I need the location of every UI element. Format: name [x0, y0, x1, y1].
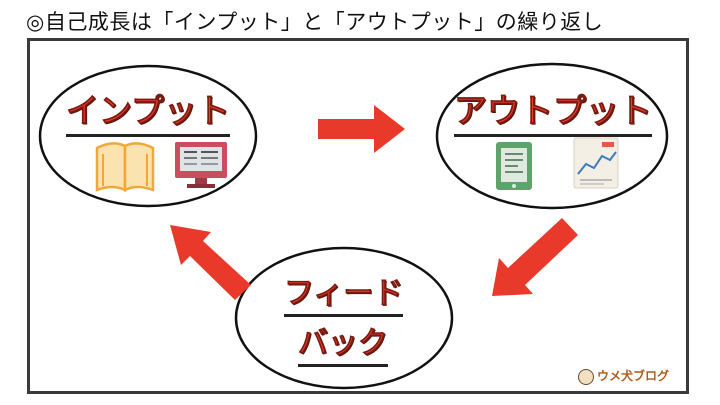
feedback-label-line2: バック [298, 318, 388, 367]
arrow-output-to-feedback [492, 218, 578, 296]
tablet-icon [496, 142, 532, 190]
logo-text: ウメ犬ブログ [597, 369, 670, 383]
document-chart-icon [573, 137, 619, 189]
page-title: ◎自己成長は「インプット」と「アウトプット」の繰り返し [26, 10, 604, 34]
arrow-input-to-output [318, 105, 405, 153]
output-label: アウトプット [454, 84, 652, 137]
open-book-icon [95, 142, 155, 193]
monitor-icon [175, 142, 227, 188]
diagram-frame [27, 38, 689, 394]
feedback-label-line1: フィード [284, 268, 404, 317]
input-label: インプット [66, 84, 230, 137]
feedback-ellipse [234, 246, 454, 390]
blog-logo: ウメ犬ブログ [578, 367, 669, 385]
dog-face-icon [578, 368, 594, 385]
arrow-feedback-to-input [170, 225, 251, 300]
